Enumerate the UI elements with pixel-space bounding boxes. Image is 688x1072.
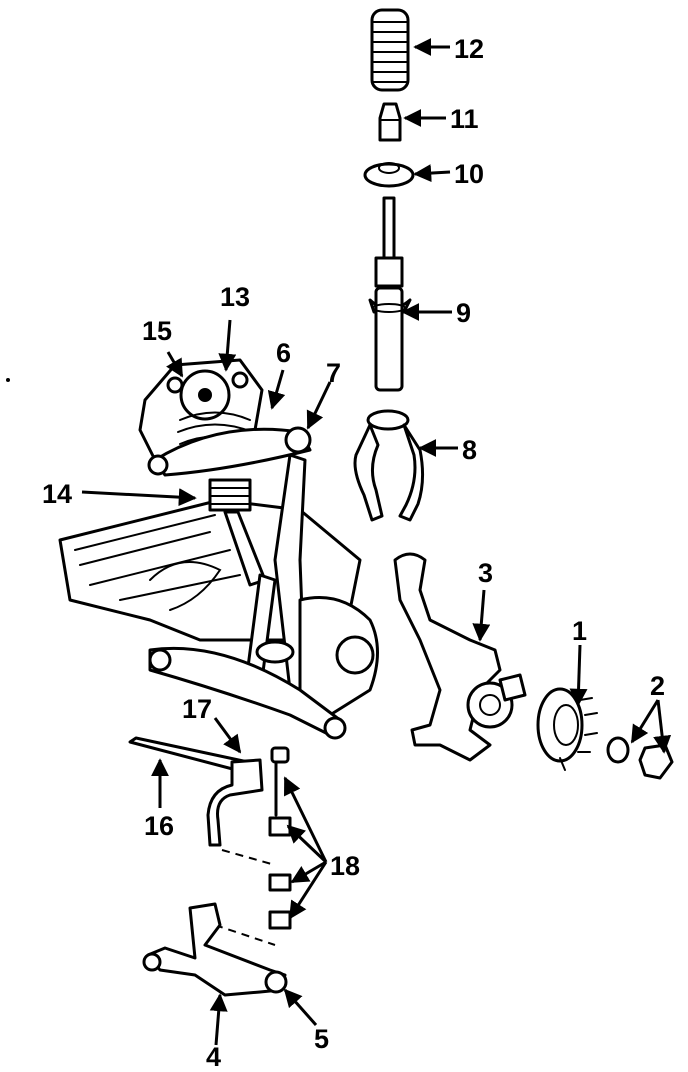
- part-18-fasteners: [268, 746, 292, 930]
- callout-14: 14: [42, 479, 72, 509]
- callout-7: 7: [326, 358, 341, 388]
- callout-9: 9: [456, 298, 471, 328]
- callout-1: 1: [572, 616, 587, 646]
- callout-18: 18: [330, 851, 360, 881]
- part-8-strut-fork: [353, 409, 425, 522]
- callout-3: 3: [478, 558, 493, 588]
- callout-15: 15: [142, 316, 172, 346]
- part-11-bump-stop: [378, 102, 402, 142]
- callout-11: 11: [450, 104, 479, 134]
- part-16-stabilizer-bar: [128, 736, 250, 774]
- callout-4: 4: [206, 1042, 221, 1072]
- stray-dot: [6, 378, 10, 382]
- callout-labels: 12 11 10 9 8 7 6 13 15 14 3 1 2 17 16 18…: [42, 34, 665, 1072]
- callout-5: 5: [314, 1024, 329, 1054]
- callout-16: 16: [144, 811, 174, 841]
- callout-17: 17: [182, 694, 212, 724]
- callout-6: 6: [276, 338, 291, 368]
- main-strut-assembly: [58, 358, 379, 740]
- part-12-spring-boot: [370, 8, 410, 92]
- assembly-guide-lines: [214, 849, 276, 946]
- part-9-strut: [368, 196, 412, 392]
- callout-10: 10: [454, 159, 484, 189]
- part-17-link: [206, 758, 264, 847]
- callout-8: 8: [462, 435, 477, 465]
- callout-leaders: [81, 38, 672, 1046]
- callout-13: 13: [220, 282, 250, 312]
- part-3-knuckle: [393, 552, 527, 762]
- part-1-hub: [536, 687, 598, 771]
- callout-2: 2: [650, 671, 665, 701]
- part-4-lower-control-arm: [142, 902, 288, 997]
- part-10-spring-seat: [363, 162, 415, 188]
- callout-12: 12: [454, 34, 484, 64]
